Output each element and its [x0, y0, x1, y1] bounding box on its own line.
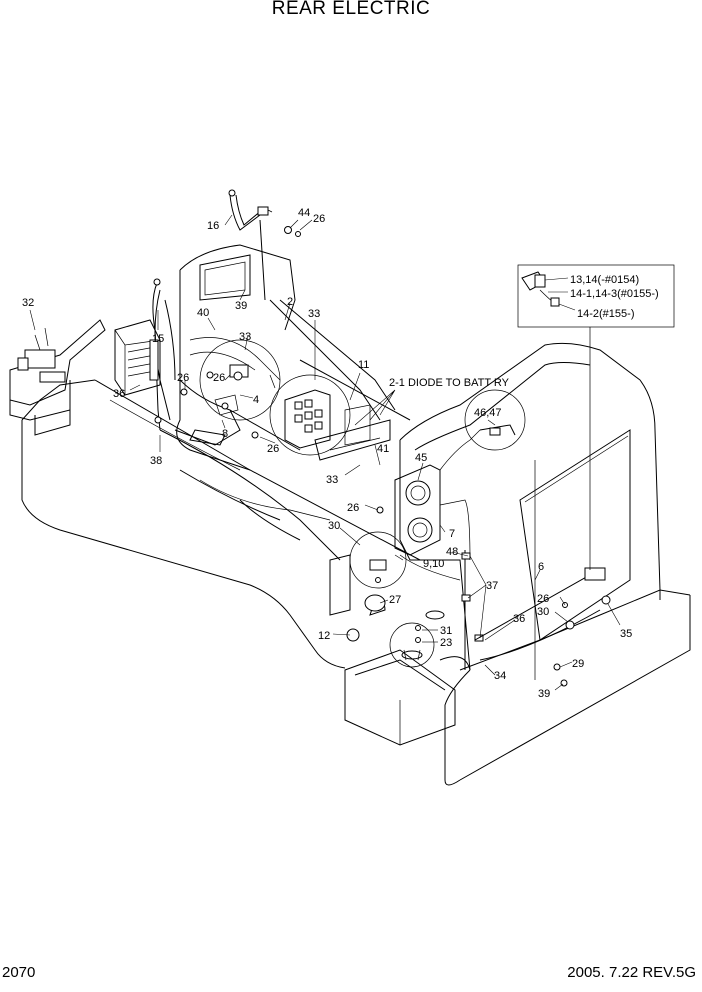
callout-32: 32 [22, 297, 34, 309]
leader-lines [29, 214, 621, 691]
callout-27: 27 [389, 594, 401, 606]
misc-parts [221, 374, 384, 642]
sender-31 [389, 610, 445, 668]
callout-37: 37 [486, 580, 498, 592]
controller-module [114, 319, 161, 396]
callout-26: 26 [347, 502, 359, 514]
inset-label-1: 13,14(-#0154) [570, 274, 639, 286]
callout-39: 39 [538, 688, 550, 700]
callout-11: 11 [358, 359, 369, 371]
toolbox [344, 649, 471, 746]
callout-33: 33 [326, 474, 338, 486]
callout-8: 8 [222, 428, 228, 440]
battery-cover [399, 342, 691, 786]
callout-33: 33 [239, 331, 251, 343]
diode-module [269, 374, 371, 456]
floor-plate [189, 419, 391, 461]
battery-relay [9, 319, 106, 436]
callout-26: 26 [177, 372, 189, 384]
callout-35: 35 [620, 628, 632, 640]
base-frame [21, 379, 421, 669]
inset-labels: 13,14(-#0154) 14-1,14-3(#0155-) 14-2(#15… [570, 274, 659, 320]
callout-38: 38 [150, 455, 162, 467]
callout-6: 6 [538, 561, 544, 573]
callout-46-47: 46,47 [474, 407, 502, 419]
callout-15: 15 [152, 333, 164, 345]
inset-box [517, 264, 675, 570]
page-number: 2070 [2, 964, 36, 981]
callout-2: 2 [287, 296, 293, 308]
callout-23: 23 [440, 637, 452, 649]
top-cable [152, 189, 301, 431]
callout-40: 40 [197, 307, 209, 319]
harness-46-47 [439, 389, 526, 471]
page-title: REAR ELECTRIC [271, 0, 431, 19]
callout-41: 41 [377, 443, 389, 455]
revision-label: 2005. 7.22 REV.5G [567, 964, 696, 981]
callout-26: 26 [537, 593, 549, 605]
callout-33: 33 [308, 308, 320, 320]
inset-label-3: 14-2(#155-) [577, 308, 634, 320]
callout-26: 26 [267, 443, 279, 455]
callout-7: 7 [449, 528, 455, 540]
callout-44: 44 [298, 207, 310, 219]
callout-36: 36 [113, 388, 125, 400]
callout-30: 30 [328, 520, 340, 532]
callout-36: 36 [513, 613, 525, 625]
inset-label-2: 14-1,14-3(#0155-) [570, 288, 659, 300]
center-brackets [154, 339, 281, 439]
callout-12: 12 [318, 630, 330, 642]
callout-34: 34 [494, 670, 506, 682]
callout-29: 29 [572, 658, 584, 670]
lower-cable [329, 460, 611, 687]
callout-16: 16 [207, 220, 219, 232]
callout-2-1: 2-1 DIODE TO BATT RY [389, 377, 510, 389]
callout-26: 26 [313, 213, 325, 225]
lamp-assembly [394, 464, 471, 561]
callout-39: 39 [235, 300, 247, 312]
callout-26: 26 [213, 372, 225, 384]
callout-30: 30 [537, 606, 549, 618]
callout-4: 4 [253, 394, 259, 406]
support-column [154, 244, 411, 471]
callout-9-10: 9,10 [423, 558, 444, 570]
callout-31: 31 [440, 625, 452, 637]
callouts: 16 44 26 2 39 40 33 33 32 15 36 26 26 4 … [22, 207, 632, 700]
callout-45: 45 [415, 452, 427, 464]
callout-48: 48 [446, 546, 458, 558]
